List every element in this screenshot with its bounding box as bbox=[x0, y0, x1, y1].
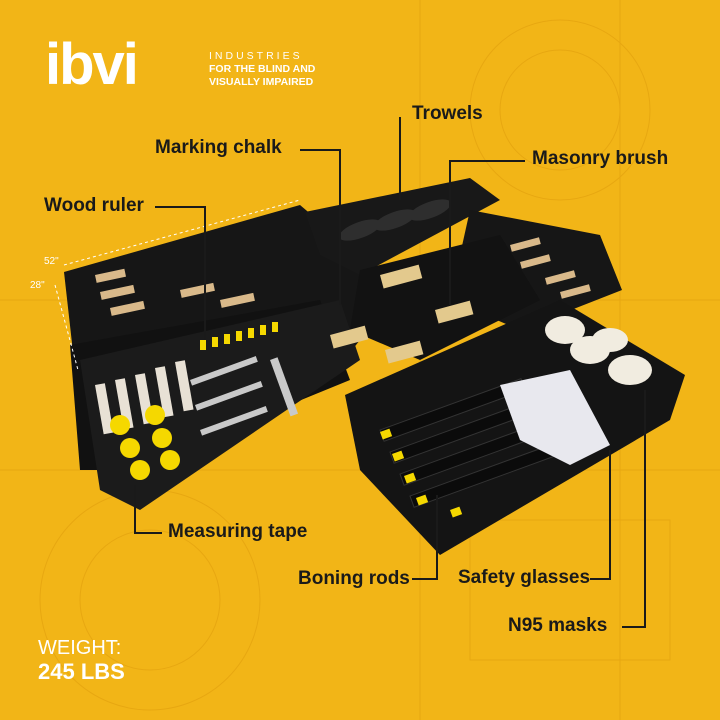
label-safety-glasses: Safety glasses bbox=[458, 567, 591, 588]
tray-left bbox=[64, 205, 400, 510]
label-n95-masks: N95 masks bbox=[508, 615, 608, 636]
trowels bbox=[339, 199, 451, 241]
safety-glasses-bag bbox=[500, 370, 610, 465]
tray-center bbox=[350, 235, 540, 360]
boning-rods bbox=[379, 378, 556, 518]
wood-ruler-items bbox=[95, 268, 255, 316]
metal-squares bbox=[189, 356, 299, 436]
dimension-lines bbox=[54, 199, 301, 371]
label-measuring-tape: Measuring tape bbox=[168, 521, 308, 542]
label-boning-rods: Boning rods bbox=[298, 568, 410, 589]
width-dimension: 52" bbox=[44, 256, 59, 267]
weight-info: WEIGHT: 245 LBS bbox=[38, 637, 125, 685]
leader-lines bbox=[134, 117, 646, 628]
handles-right bbox=[509, 237, 591, 299]
depth-dimension: 28" bbox=[30, 280, 45, 291]
n95-masks bbox=[545, 316, 652, 385]
measuring-tapes bbox=[110, 405, 180, 480]
logo-subtitle: INDUSTRIES FOR THE BLIND AND VISUALLY IM… bbox=[209, 50, 316, 88]
label-marking-chalk: Marking chalk bbox=[155, 137, 282, 158]
weight-label: WEIGHT: bbox=[38, 637, 122, 659]
masonry-brushes bbox=[330, 264, 474, 364]
tray-back bbox=[305, 178, 500, 275]
label-wood-ruler: Wood ruler bbox=[44, 195, 144, 216]
yellow-clips bbox=[200, 322, 278, 350]
weight-value: 245 LBS bbox=[38, 659, 125, 684]
label-trowels: Trowels bbox=[412, 103, 483, 124]
label-masonry-brush: Masonry brush bbox=[532, 148, 669, 169]
logo-wordmark: ibvi bbox=[45, 32, 139, 97]
